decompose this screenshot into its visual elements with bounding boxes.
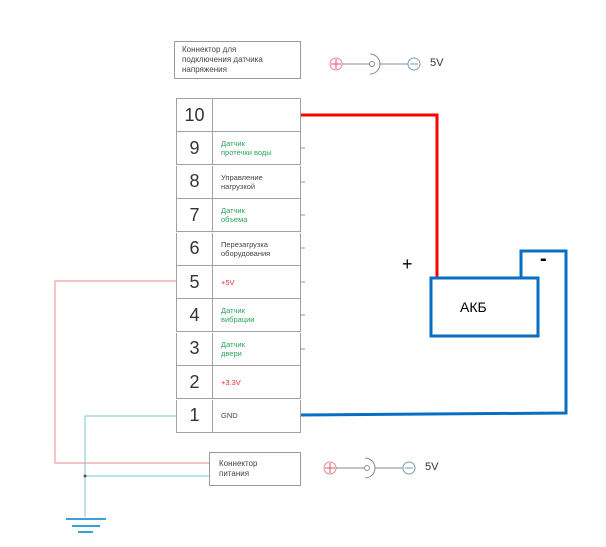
pin-row-1: 1 GND — [176, 399, 301, 433]
battery-plus-label: + — [402, 254, 413, 274]
bottom-voltage-label: 5V — [425, 461, 439, 473]
battery-label: АКБ — [460, 299, 487, 315]
power-connector: Коннектор питания — [209, 452, 301, 486]
voltage-sensor-connector-label: Коннектор для подключения датчика напряж… — [182, 45, 263, 74]
battery-box — [429, 276, 540, 338]
power-connector-label: Коннектор питания — [219, 459, 258, 478]
positive-wire — [301, 113, 439, 278]
pin-row-5: 5 +5V — [176, 266, 301, 299]
pin-row-4: 4 Датчик вибрации — [176, 299, 301, 333]
pin-label: +3.3V — [221, 377, 241, 387]
pin-label: GND — [221, 411, 238, 421]
pin-row-7: 7 Датчик объема — [176, 199, 301, 233]
pin-number: 9 — [177, 132, 213, 165]
voltage-sensor-connector: Коннектор для подключения датчика напряж… — [174, 41, 301, 79]
pin-ticks — [301, 147, 305, 350]
pin-header — [176, 98, 301, 99]
pin-number: 2 — [177, 366, 213, 399]
pin-row-10: 10 — [176, 99, 301, 132]
ground-icon — [66, 518, 106, 533]
dc-jack-icon-bottom — [323, 457, 416, 479]
negative-wire — [300, 249, 568, 417]
pin-number: 4 — [177, 299, 213, 332]
pin-label: Датчик протечки воды — [221, 139, 272, 158]
pin-number: 1 — [177, 399, 213, 432]
pin-row-6: 6 Перезагрузка оборудования — [176, 232, 301, 266]
pin-number: 6 — [177, 232, 213, 265]
pin-label: Датчик вибрации — [221, 306, 255, 325]
pin-label: Перезагрузка оборудования — [221, 239, 271, 258]
dc-jack-icon-top — [329, 53, 421, 75]
pin-label: Управление нагрузкой — [221, 172, 263, 191]
battery-minus-label: - — [540, 248, 547, 270]
pin-number: 8 — [177, 165, 213, 198]
pin-number: 3 — [177, 332, 213, 365]
top-voltage-label: 5V — [430, 57, 444, 69]
thin-blue-wire — [84, 415, 176, 517]
pin-number: 5 — [177, 266, 213, 298]
pin-row-2: 2 +3.3V — [176, 366, 301, 400]
pin-row-9: 9 Датчик протечки воды — [176, 132, 301, 166]
pin-row-3: 3 Датчик двери — [176, 332, 301, 366]
pin-label — [213, 99, 300, 131]
pin-label: Датчик объема — [221, 206, 248, 225]
pin-row-8: 8 Управление нагрузкой — [176, 165, 301, 199]
pin-label: +5V — [221, 277, 235, 287]
pin-number: 10 — [177, 99, 213, 131]
pin-label: Датчик двери — [221, 339, 245, 358]
junction-dot — [83, 474, 87, 478]
pin-number: 7 — [177, 199, 213, 232]
thin-red-wire — [54, 280, 209, 464]
